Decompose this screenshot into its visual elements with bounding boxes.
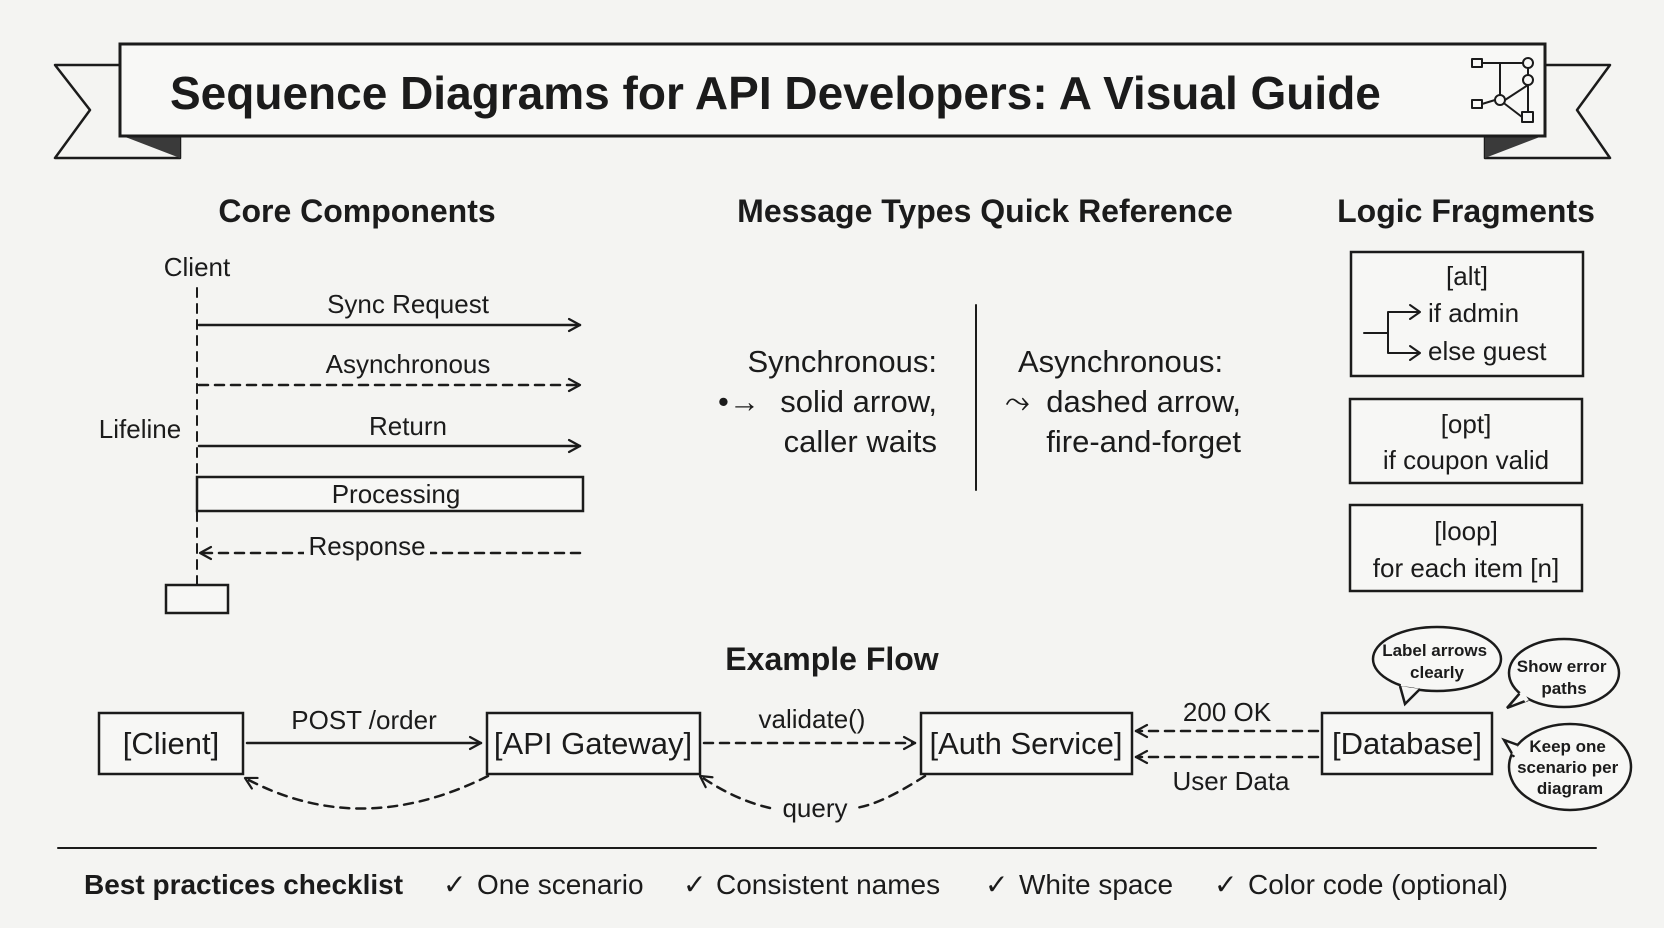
loop-tag: [loop]: [1434, 516, 1498, 546]
check-icon-4: ✓: [1214, 869, 1237, 900]
ok-200-label: 200 OK: [1183, 697, 1272, 727]
alt-fragment: [alt] if admin else guest: [1349, 250, 1585, 378]
core-components-heading: Core Components: [218, 193, 495, 229]
async-line2: fire-and-forget: [1046, 424, 1241, 459]
query-return-arrow: [700, 776, 927, 810]
tip-bubble-one-scenario: Keep one scenario per diagram: [1501, 722, 1633, 812]
title-banner: Sequence Diagrams for API Developers: A …: [53, 42, 1612, 160]
lifeline-label: Lifeline: [99, 414, 181, 444]
participant-auth-service-label: [Auth Service]: [930, 726, 1123, 761]
validate-label: validate(): [759, 704, 866, 734]
example-flow-heading: Example Flow: [725, 641, 939, 677]
tip-error-paths: Show error paths: [1517, 657, 1611, 698]
logic-fragments-section: Logic Fragments [alt] if admin else gues…: [1337, 193, 1595, 593]
participant-auth-service: [919, 711, 1134, 776]
async-line1: dashed arrow,: [1046, 384, 1241, 419]
alt-branch-1: if admin: [1428, 298, 1519, 328]
processing-label: Processing: [332, 479, 461, 509]
check-icon-1: ✓: [443, 869, 466, 900]
opt-condition: if coupon valid: [1383, 445, 1549, 475]
branch-icon: [1363, 304, 1421, 361]
participant-client-label: [Client]: [123, 726, 219, 761]
loop-fragment: [loop] for each item [n]: [1348, 503, 1584, 593]
user-data-label: User Data: [1172, 766, 1290, 796]
message-types-heading: Message Types Quick Reference: [737, 193, 1233, 229]
sync-arrow-icon: •→: [718, 384, 760, 419]
check-icon-2: ✓: [683, 869, 706, 900]
opt-tag: [opt]: [1441, 409, 1492, 439]
tip-one-scenario: Keep one scenario per diagram: [1517, 737, 1623, 798]
participant-api-gateway-label: [API Gateway]: [494, 726, 692, 761]
logic-fragments-heading: Logic Fragments: [1337, 193, 1595, 229]
checklist-item-4: Color code (optional): [1248, 869, 1508, 900]
lifeline-end-box: [164, 583, 230, 615]
tip-label-arrows-line2: clearly: [1410, 663, 1464, 682]
tip-bubble-error-paths: Show error paths: [1506, 637, 1621, 710]
response-label: Response: [308, 531, 425, 561]
async-title: Asynchronous:: [1018, 344, 1223, 379]
post-order-label: POST /order: [291, 705, 437, 735]
tip-error-paths-line1: Show error: [1517, 657, 1607, 676]
client-label: Client: [164, 252, 231, 282]
processing-activation-bar: [195, 475, 585, 513]
async-arrow-icon: ⤳: [1005, 384, 1030, 419]
return-label: Return: [369, 411, 447, 441]
participant-database-label: [Database]: [1332, 726, 1482, 761]
flowchart-icon: [1471, 57, 1534, 123]
tip-label-arrows: Label arrows clearly: [1382, 641, 1492, 682]
checklist-item-3: White space: [1019, 869, 1173, 900]
async-label: Asynchronous: [326, 349, 491, 379]
message-types-section: Message Types Quick Reference Synchronou…: [718, 193, 1241, 491]
checklist-heading: Best practices checklist: [84, 869, 403, 900]
participant-client: [97, 711, 245, 776]
check-icon-3: ✓: [985, 869, 1008, 900]
query-label: query: [782, 793, 847, 823]
sync-line1: solid arrow,: [780, 384, 937, 419]
sync-title: Synchronous:: [747, 344, 937, 379]
tip-label-arrows-line1: Label arrows: [1382, 641, 1487, 660]
participant-database: [1320, 711, 1494, 776]
sync-line2: caller waits: [784, 424, 937, 459]
opt-fragment: [opt] if coupon valid: [1348, 397, 1584, 485]
loop-condition: for each item [n]: [1373, 553, 1559, 583]
sync-request-label: Sync Request: [327, 289, 490, 319]
alt-branch-2: else guest: [1428, 336, 1547, 366]
tip-one-scenario-line1: Keep one: [1529, 737, 1606, 756]
best-practices-checklist: Best practices checklist ✓ One scenario …: [57, 847, 1597, 900]
tip-bubble-label-arrows: Label arrows clearly: [1371, 625, 1503, 707]
example-flow-section: Example Flow [Client] [API Gateway] [Aut…: [97, 625, 1633, 823]
tip-error-paths-line2: paths: [1541, 679, 1586, 698]
checklist-item-1: One scenario: [477, 869, 644, 900]
tip-one-scenario-line3: diagram: [1537, 779, 1603, 798]
core-components-section: Core Components Client Lifeline Sync Req…: [99, 193, 585, 615]
page-title: Sequence Diagrams for API Developers: A …: [170, 67, 1381, 119]
checklist-item-2: Consistent names: [716, 869, 940, 900]
alt-tag: [alt]: [1446, 261, 1488, 291]
tip-one-scenario-line2: scenario per: [1517, 758, 1618, 777]
participant-api-gateway: [485, 711, 702, 776]
gateway-to-client-return-arrow: [243, 774, 490, 810]
